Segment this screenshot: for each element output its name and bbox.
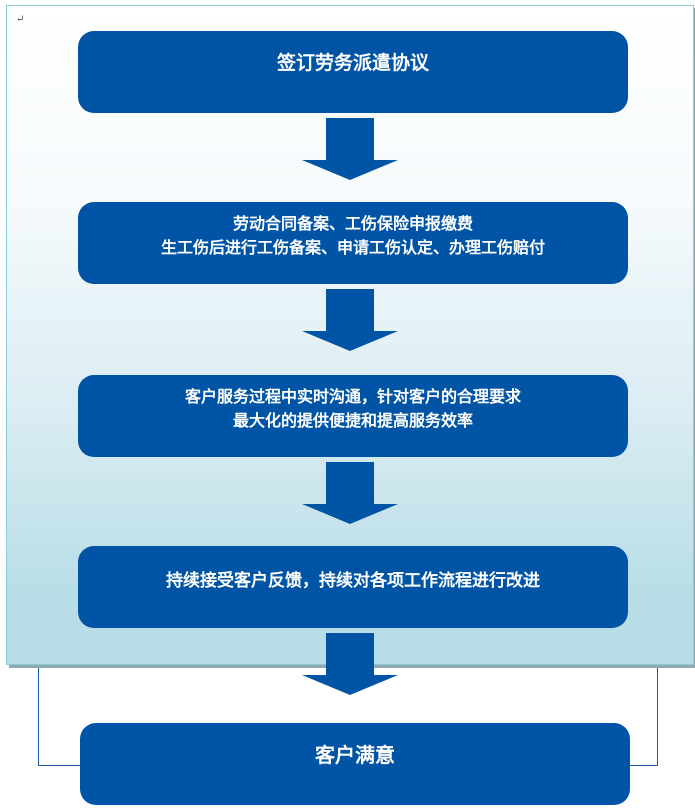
- feedback-line-left-h: [38, 765, 80, 766]
- step-communication: 客户服务过程中实时沟通，针对客户的合理要求 最大化的提供便捷和提高服务效率: [78, 375, 628, 457]
- down-arrow-icon: [302, 289, 398, 351]
- step-text: 持续接受客户反馈，持续对各项工作流程进行改进: [166, 571, 540, 591]
- feedback-line-left: [38, 663, 39, 765]
- result-customer-satisfaction: 客户满意: [80, 723, 630, 805]
- step-sign-agreement: 签订劳务派遣协议: [78, 31, 628, 113]
- step-text: 生工伤后进行工伤备案、申请工伤认定、办理工伤赔付: [160, 238, 545, 257]
- result-text: 客户满意: [315, 743, 395, 767]
- step-text: 劳动合同备案、工伤保险申报缴费: [232, 214, 473, 233]
- step-text: 客户服务过程中实时沟通，针对客户的合理要求: [184, 387, 521, 406]
- down-arrow-icon: [302, 462, 398, 524]
- step-text: 最大化的提供便捷和提高服务效率: [232, 411, 473, 430]
- step-feedback: 持续接受客户反馈，持续对各项工作流程进行改进: [78, 546, 628, 628]
- paragraph-mark: ↵: [16, 14, 25, 25]
- down-arrow-icon: [302, 633, 398, 695]
- step-contract-insurance: 劳动合同备案、工伤保险申报缴费 生工伤后进行工伤备案、申请工伤认定、办理工伤赔付: [78, 202, 628, 284]
- feedback-line-right-h: [630, 765, 658, 766]
- feedback-line-right: [657, 663, 658, 765]
- down-arrow-icon: [302, 118, 398, 180]
- step-text: 签订劳务派遣协议: [276, 52, 429, 74]
